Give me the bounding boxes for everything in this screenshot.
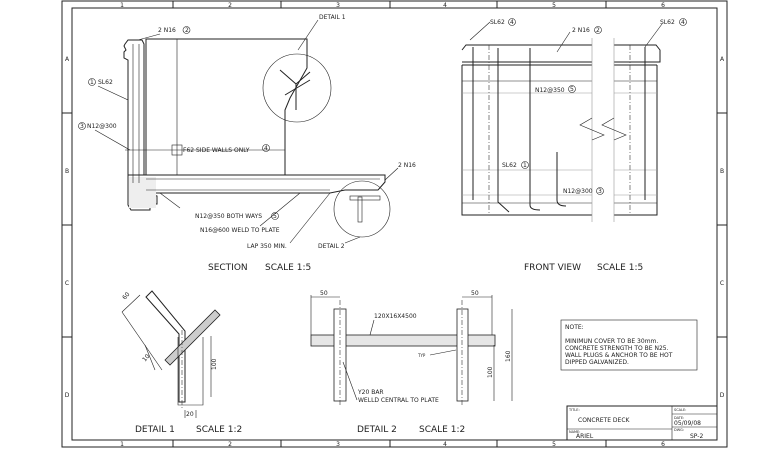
column-label: 4 <box>443 441 447 448</box>
tag: 5 <box>570 86 574 93</box>
tag: 2 <box>596 27 600 34</box>
column-label: 1 <box>120 2 124 9</box>
dim-10: 10 <box>141 353 151 363</box>
label-end-bars: 2 N16 <box>398 162 416 169</box>
name-label: NAME: <box>569 430 580 434</box>
column-label: 6 <box>661 441 665 448</box>
tag: 1 <box>523 162 527 169</box>
label-lap: LAP 350 MIN. <box>247 243 287 250</box>
dim-50-right: 50 <box>471 290 479 297</box>
tag: 4 <box>510 19 514 26</box>
tag: 5 <box>273 213 277 220</box>
plate-hatch <box>310 334 496 347</box>
label-bar-line2: WELLD CENTRAL TO PLATE <box>358 397 439 404</box>
row-label: D <box>720 392 725 399</box>
section-view <box>94 19 399 244</box>
tag: 3 <box>80 123 84 130</box>
column-label: 4 <box>443 2 447 9</box>
label-sl62: SL62 <box>502 162 517 169</box>
scale-label: SCALE: <box>674 408 686 412</box>
note-heading: NOTE: <box>565 324 584 331</box>
section-scale: SCALE 1:5 <box>265 263 311 273</box>
detail-2-scale: SCALE 1:2 <box>419 425 465 435</box>
detail-2-reference: DETAIL 2 <box>318 243 345 250</box>
label-n12-300: N12@300 <box>87 123 117 130</box>
detail-1-scale: SCALE 1:2 <box>196 425 242 435</box>
column-label: 1 <box>120 441 124 448</box>
column-label: 5 <box>552 441 556 448</box>
label-n12-350: N12@350 <box>535 87 565 94</box>
title-block: TITLE: CONCRETE DECK NAME: ARIEL SCALE: … <box>566 405 718 441</box>
label-f62: F62 SIDE WALLS ONLY <box>183 147 250 154</box>
row-label: C <box>65 280 69 287</box>
drawer-name: ARIEL <box>576 433 594 440</box>
label-bar-line1: Y20 BAR <box>357 389 384 396</box>
drawing-number: SP-2 <box>690 433 703 440</box>
column-label: 3 <box>336 441 340 448</box>
detail-2-title: DETAIL 2 <box>357 425 397 435</box>
dwg-label: DWG: <box>674 428 684 432</box>
note-line: WALL PLUGS & ANCHOR TO BE HOT <box>565 352 673 359</box>
detail-1-view <box>121 290 221 418</box>
row-label: A <box>720 56 725 63</box>
note-line: DIPPED GALVANIZED. <box>565 359 629 366</box>
drawing-date: 05/09/08 <box>674 420 701 427</box>
row-label: B <box>720 168 724 175</box>
section-title: SECTION <box>208 263 248 273</box>
note-line: MINIMUN COVER TO BE 30mm. <box>565 338 658 345</box>
note-line: CONCRETE STRENGTH TO BE N25. <box>565 345 669 352</box>
front-view-scale: SCALE 1:5 <box>597 263 643 273</box>
tag: 4 <box>264 145 268 152</box>
title-label: TITLE: <box>568 408 580 412</box>
tag: 1 <box>90 79 94 86</box>
detail-1-reference: DETAIL 1 <box>319 14 346 21</box>
column-label: 2 <box>228 2 232 9</box>
label-n16-600: N16@600 WELD TO PLATE <box>200 227 280 234</box>
tag: 4 <box>681 19 685 26</box>
label-sl62-right: SL62 <box>660 19 675 26</box>
row-label: A <box>65 56 70 63</box>
weld-symbol: TYP <box>417 353 426 358</box>
dim-20: 20 <box>186 411 194 418</box>
label-n12-300: N12@300 <box>563 188 593 195</box>
row-label: C <box>720 280 724 287</box>
label-plate: 120X16X4500 <box>374 313 417 320</box>
label-n12-350: N12@350 BOTH WAYS <box>195 213 262 220</box>
concrete-hatch <box>129 177 156 208</box>
detail-2-callout-circle <box>333 180 391 238</box>
dim-100: 100 <box>211 358 218 370</box>
column-label: 3 <box>336 2 340 9</box>
front-view-title: FRONT VIEW <box>524 263 581 273</box>
column-label: 2 <box>228 441 232 448</box>
row-label: D <box>65 392 70 399</box>
detail-1-title: DETAIL 1 <box>135 425 175 435</box>
label-sl62-left: SL62 <box>490 19 505 26</box>
row-label: B <box>65 168 69 175</box>
label-top-bars: 2 N16 <box>158 27 176 34</box>
dim-60: 60 <box>121 291 131 301</box>
date-label: DATE: <box>674 416 684 420</box>
drawing-title: CONCRETE DECK <box>578 417 631 424</box>
tag: 3 <box>598 188 602 195</box>
note-box: NOTE: MINIMUN COVER TO BE 30mm. CONCRETE… <box>560 319 698 371</box>
dim-160: 160 <box>505 350 512 362</box>
sheet-border <box>61 0 728 448</box>
label-top-bars: 2 N16 <box>572 27 590 34</box>
column-label: 5 <box>552 2 556 9</box>
detail-2-view <box>310 295 513 405</box>
label-sl62: SL62 <box>98 79 113 86</box>
tag: 2 <box>185 27 189 34</box>
front-view <box>461 21 663 222</box>
dim-100: 100 <box>487 366 494 378</box>
column-label: 6 <box>661 2 665 9</box>
detail-1-callout-circle <box>262 53 332 123</box>
dim-50-left: 50 <box>320 290 328 297</box>
